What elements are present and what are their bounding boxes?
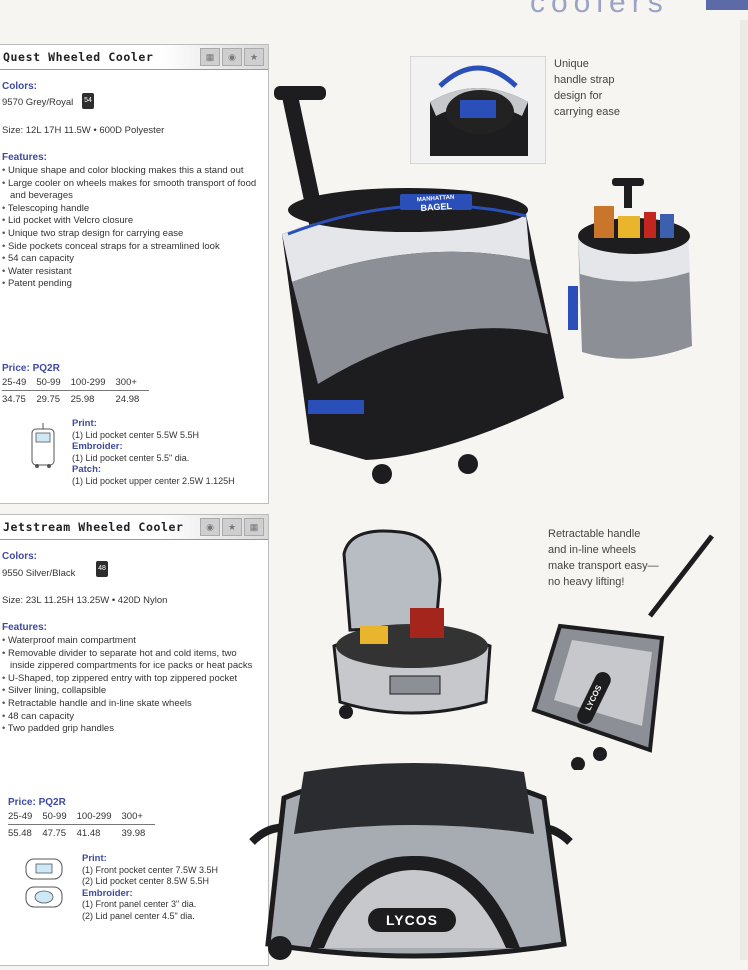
jetstream-panel: Jetstream Wheeled Cooler ◉ ★ ▦ Colors: 9…	[0, 514, 269, 966]
feature-item: Water resistant	[2, 266, 264, 279]
price-amt: 29.75	[36, 394, 61, 405]
price-qty: 300+	[121, 811, 156, 825]
price-qty: 300+	[115, 377, 150, 391]
feature-item: Retractable handle and in-line skate whe…	[2, 698, 264, 711]
jetstream-price-table: 25-49 50-99 100-299 300+ 55.48 47.75 41.…	[8, 811, 156, 839]
caption-line: handle strap	[554, 74, 615, 86]
jetstream-features-label: Features:	[2, 622, 48, 633]
jetstream-title: Jetstream Wheeled Cooler	[3, 520, 184, 534]
jetstream-price-label: Price: PQ2R	[8, 797, 66, 808]
star-icon: ★	[222, 518, 242, 536]
quest-features-label: Features:	[2, 152, 48, 163]
print-label: Print:	[72, 418, 97, 429]
feature-item: 54 can capacity	[2, 253, 264, 266]
quest-size: Size: 12L 17H 11.5W • 600D Polyester	[2, 125, 165, 136]
jetstream-upright-photo	[531, 534, 714, 770]
caption-line: make transport easy—	[548, 560, 659, 572]
caption-line: design for	[554, 90, 603, 102]
feature-item: Large cooler on wheels makes for smooth …	[2, 178, 264, 203]
patch-label: Patch:	[72, 464, 102, 475]
feature-item: Unique two strap design for carrying eas…	[2, 228, 264, 241]
embroider-line: (2) Lid panel center 4.5" dia.	[82, 910, 195, 921]
star-icon: ★	[244, 48, 264, 66]
embroider-icon: ◉	[222, 48, 242, 66]
quest-title: Quest Wheeled Cooler	[3, 50, 154, 64]
price-qty: 100-299	[70, 377, 116, 391]
category-icon: ▦	[244, 518, 264, 536]
feature-item: Removable divider to separate hot and co…	[2, 648, 264, 673]
price-amt: 39.98	[121, 828, 146, 839]
jetstream-panel-header: Jetstream Wheeled Cooler ◉ ★ ▦	[0, 515, 268, 540]
jetstream-color-value: 9550 Silver/Black	[2, 568, 76, 579]
caption-line: and in-line wheels	[548, 544, 637, 556]
embroider-label: Embroider:	[72, 441, 123, 452]
price-qty: 50-99	[42, 811, 77, 825]
section-title: coolers	[530, 0, 669, 19]
print-line: (2) Lid pocket center 8.5W 5.5H	[82, 876, 210, 886]
feature-item: Waterproof main compartment	[2, 635, 264, 648]
jetstream-main-photo	[249, 763, 573, 960]
quest-color-value: 9570 Grey/Royal	[2, 97, 74, 108]
feature-item: 48 can capacity	[2, 711, 264, 724]
price-amt: 41.48	[76, 828, 101, 839]
quest-decoration-thumbnail	[31, 423, 55, 468]
price-qty: 25-49	[2, 377, 37, 391]
embroider-line: (1) Front panel center 3" dia.	[82, 899, 197, 909]
caption-line: carrying ease	[554, 106, 621, 118]
jetstream-features: Waterproof main compartment Removable di…	[2, 635, 264, 736]
price-amt: 55.48	[8, 828, 32, 839]
quest-cooler-photo	[274, 86, 564, 484]
caption-line: Retractable handle	[548, 528, 641, 540]
quest-price-table: 25-49 50-99 100-299 300+ 34.75 29.75 25.…	[2, 377, 150, 405]
page-edge	[740, 20, 748, 960]
jetstream-decoration-info: Print: (1) Front pocket center 7.5W 3.5H…	[82, 853, 218, 922]
price-amt: 47.75	[42, 828, 67, 839]
wheels-caption: Retractable handle and in-line wheels ma…	[548, 526, 659, 590]
jetstream-open-photo	[332, 529, 492, 719]
print-line: (1) Front pocket center 7.5W 3.5H	[82, 864, 219, 875]
price-amt: 34.75	[2, 394, 26, 405]
feature-item: Telescoping handle	[2, 203, 264, 216]
quest-features: Unique shape and color blocking makes th…	[2, 165, 264, 291]
strap-inset-photo	[410, 56, 546, 164]
embroider-label: Embroider:	[82, 887, 133, 899]
price-amt: 24.98	[115, 394, 140, 405]
jetstream-decoration-thumbnail	[25, 858, 63, 908]
embroider-line: (1) Lid pocket center 5.5" dia.	[72, 452, 190, 463]
feature-item: Lid pocket with Velcro closure	[2, 215, 264, 228]
print-line: (1) Lid pocket center 5.5W 5.5H	[72, 429, 200, 440]
feature-item: Side pockets conceal straps for a stream…	[2, 241, 264, 254]
feature-item: U-Shaped, top zippered entry with top zi…	[2, 673, 264, 686]
feature-item: Silver lining, collapsible	[2, 685, 264, 698]
print-label: Print:	[82, 853, 107, 864]
quest-decoration-info: Print: (1) Lid pocket center 5.5W 5.5H E…	[72, 418, 235, 487]
price-qty: 50-99	[36, 377, 71, 391]
jetstream-head-icons: ◉ ★ ▦	[200, 518, 264, 536]
patch-line: (1) Lid pocket upper center 2.5W 1.125H	[72, 475, 235, 486]
feature-item: Two padded grip handles	[2, 723, 264, 736]
can-capacity-icon: 48	[96, 561, 108, 577]
quest-panel: Quest Wheeled Cooler ▦ ◉ ★ Colors: 9570 …	[0, 44, 269, 504]
price-amt: 25.98	[70, 394, 95, 405]
quest-head-icons: ▦ ◉ ★	[200, 48, 264, 66]
jetstream-colors-label: Colors:	[2, 551, 37, 562]
quest-colors-label: Colors:	[2, 81, 37, 92]
caption-line: Unique	[554, 58, 589, 70]
price-qty: 25-49	[8, 811, 43, 825]
category-icon: ▦	[200, 48, 220, 66]
quest-panel-header: Quest Wheeled Cooler ▦ ◉ ★	[0, 45, 268, 70]
feature-item: Patent pending	[2, 278, 264, 291]
jetstream-main-logo: LYCOS	[368, 908, 456, 932]
strap-caption: Unique handle strap design for carrying …	[554, 56, 620, 120]
quest-price-label: Price: PQ2R	[2, 363, 60, 374]
feature-item: Unique shape and color blocking makes th…	[2, 165, 264, 178]
embroider-icon: ◉	[200, 518, 220, 536]
quest-open-photo	[568, 178, 692, 359]
price-qty: 100-299	[76, 811, 122, 825]
section-tab	[706, 0, 748, 10]
jetstream-size: Size: 23L 11.25H 13.25W • 420D Nylon	[2, 595, 168, 606]
can-capacity-icon: 54	[82, 93, 94, 109]
caption-line: no heavy lifting!	[548, 576, 625, 588]
